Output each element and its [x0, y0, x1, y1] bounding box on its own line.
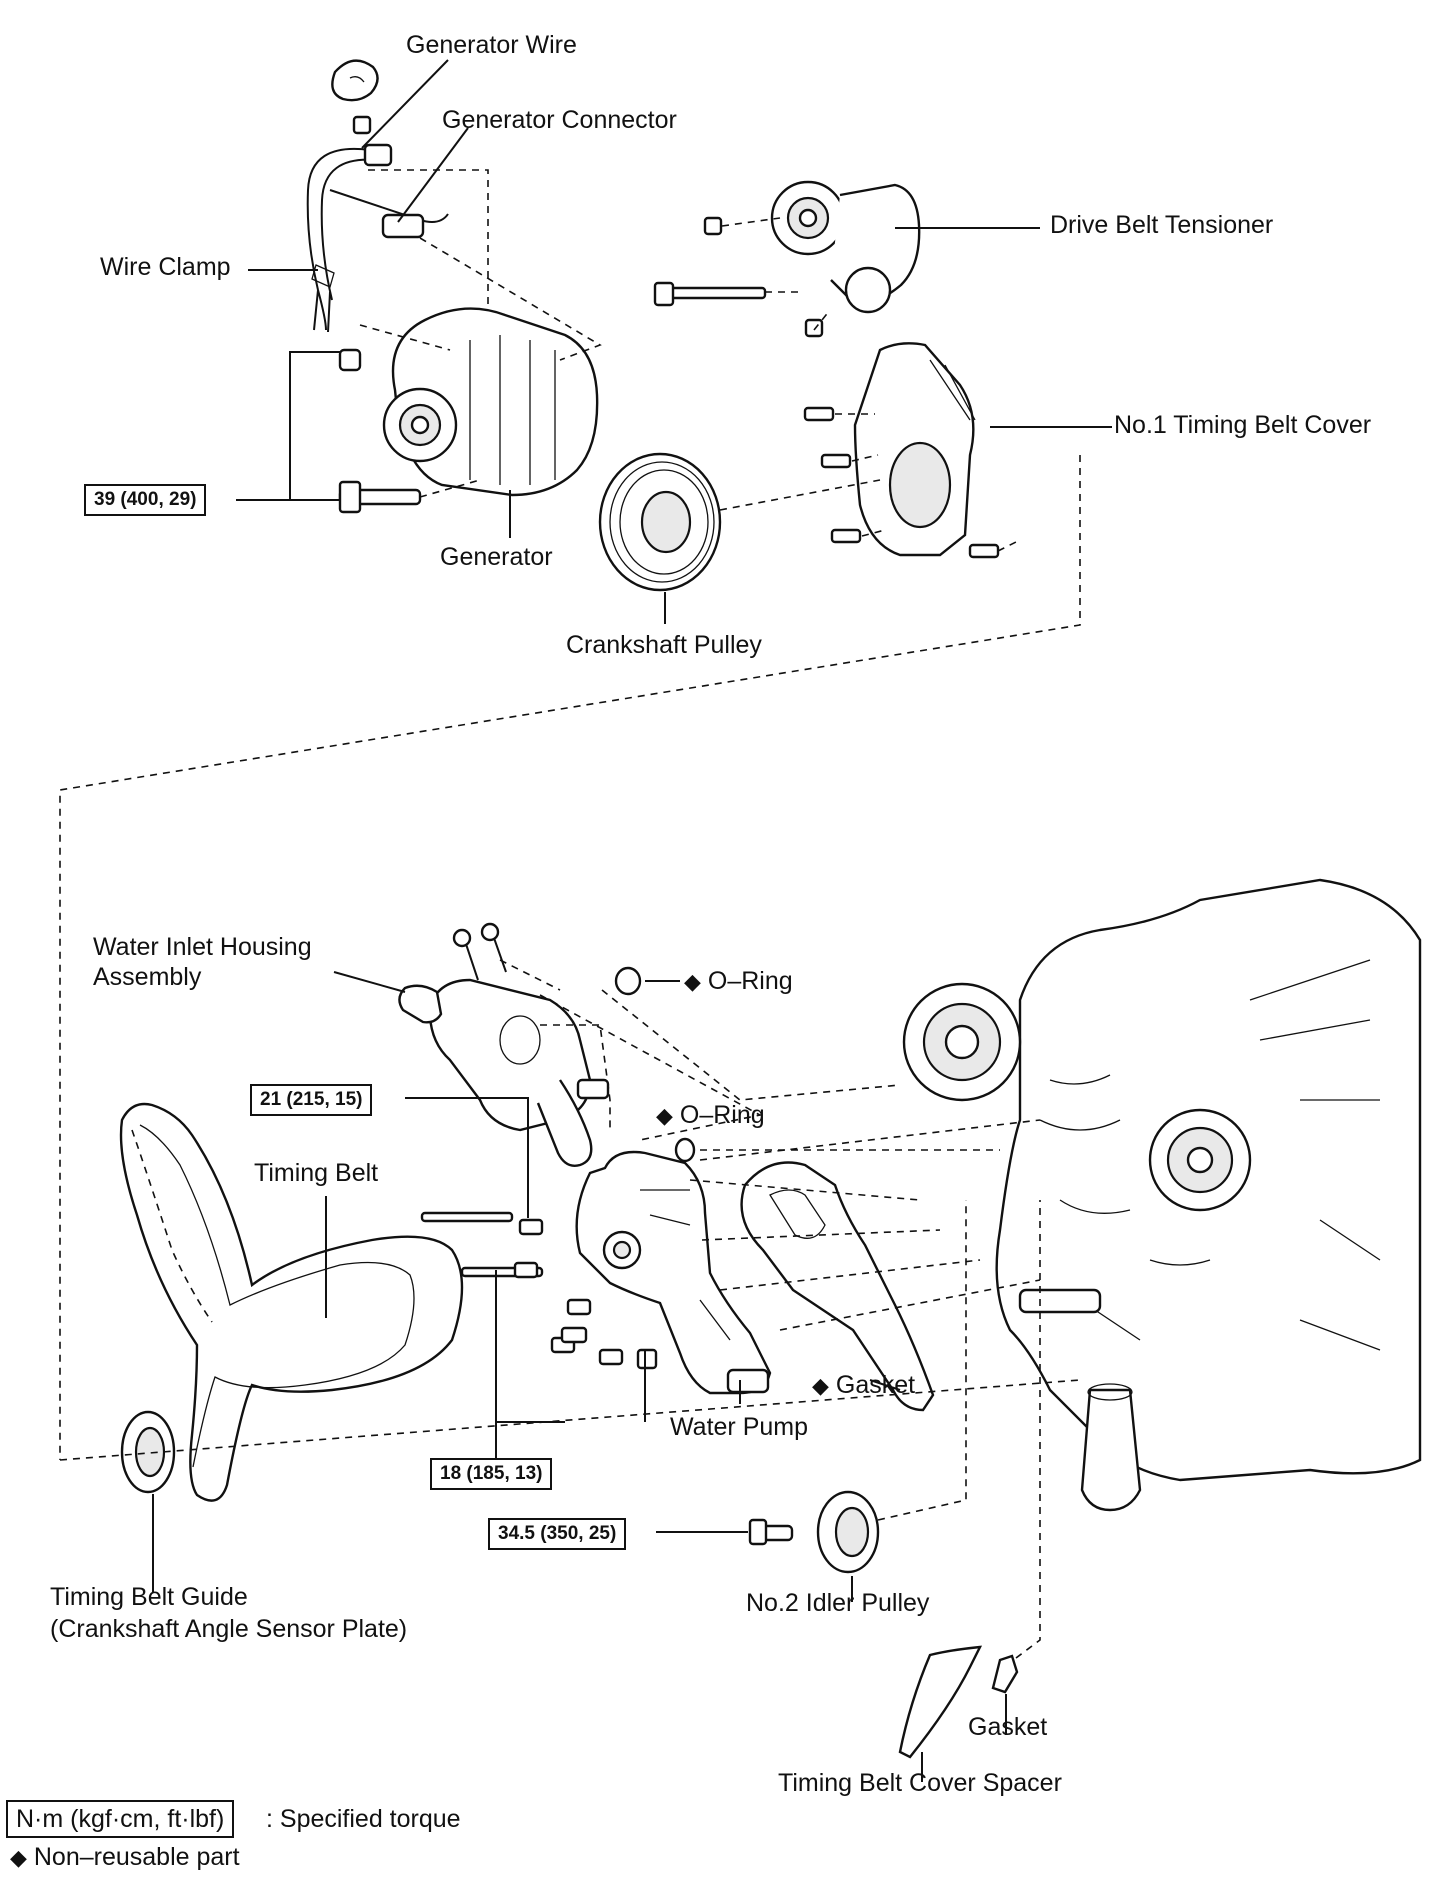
gasket-1-callout: ◆ Gasket [812, 1370, 915, 1401]
no2-idler-pulley-part [748, 1490, 880, 1574]
generator-part [338, 307, 599, 514]
non-reusable-icon: ◆ [812, 1373, 829, 1398]
timing-belt-part [119, 1102, 464, 1502]
top-dashed-leaders [59, 169, 1081, 1460]
label-drive-belt-tensioner: Drive Belt Tensioner [1050, 211, 1274, 239]
label-generator-connector: Generator Connector [442, 106, 677, 134]
label-generator-wire: Generator Wire [406, 31, 577, 59]
water-pump-part [575, 1150, 772, 1395]
label-no1-timing-belt-cover: No.1 Timing Belt Cover [1114, 411, 1372, 439]
generator-wire-cap [331, 59, 379, 102]
legend-unit-description: : Specified torque [266, 1805, 461, 1833]
generator-wire-nut [352, 115, 372, 135]
bottom-dashed-leaders [59, 959, 1081, 1659]
label-generator: Generator [440, 543, 553, 571]
label-timing-belt-cover-spacer: Timing Belt Cover Spacer [778, 1769, 1062, 1797]
no1-timing-belt-cover-part [803, 342, 1000, 559]
legend-non-reusable-text: Non–reusable part [33, 1843, 240, 1871]
label-timing-belt-guide-2: (Crankshaft Angle Sensor Plate) [50, 1615, 408, 1643]
label-o-ring-1: O–Ring [707, 967, 793, 995]
water-pump-gasket-part [740, 1161, 935, 1412]
timing-belt-cover-spacer-part [898, 1645, 983, 1759]
torque-generator-bolt: 39 (400, 29) [84, 484, 207, 516]
generator-wire-harness [306, 143, 449, 333]
non-reusable-icon: ◆ [656, 1103, 673, 1128]
top-leaders [236, 59, 1112, 624]
drive-belt-tensioner-part [653, 180, 921, 338]
non-reusable-icon: ◆ [684, 969, 701, 994]
water-inlet-housing-part [398, 922, 610, 1167]
water-pump-bolts [420, 1211, 658, 1370]
legend-unit-box: N·m (kgf·cm, ft·lbf) [6, 1800, 235, 1838]
non-reusable-icon: ◆ [10, 1845, 27, 1870]
label-crankshaft-pulley: Crankshaft Pulley [566, 631, 762, 659]
label-wire-clamp: Wire Clamp [100, 253, 231, 281]
label-gasket-1: Gasket [835, 1371, 916, 1399]
label-water-pump: Water Pump [670, 1413, 809, 1441]
label-o-ring-2: O–Ring [679, 1101, 765, 1129]
o-ring-1-callout: ◆ O–Ring [684, 966, 793, 997]
gasket-2-part [991, 1654, 1019, 1694]
o-ring-2-callout: ◆ O–Ring [656, 1100, 765, 1131]
label-timing-belt: Timing Belt [254, 1159, 379, 1187]
legend-non-reusable: ◆ Non–reusable part [10, 1842, 240, 1873]
label-timing-belt-guide-1: Timing Belt Guide [50, 1583, 248, 1611]
torque-water-pump-lower: 18 (185, 13) [430, 1458, 553, 1490]
torque-water-pump-upper: 21 (215, 15) [250, 1084, 373, 1116]
label-water-inlet-housing-2: Assembly [93, 963, 202, 991]
o-ring-2-part [674, 1137, 696, 1163]
label-gasket-2: Gasket [968, 1713, 1048, 1741]
engine-block-part [902, 878, 1422, 1512]
o-ring-1-part [614, 966, 642, 996]
label-water-inlet-housing-1: Water Inlet Housing [93, 933, 312, 961]
label-no2-idler-pulley: No.2 Idler Pulley [746, 1589, 930, 1617]
torque-idler-pulley-bolt: 34.5 (350, 25) [488, 1518, 627, 1550]
bottom-leaders [152, 971, 1007, 1782]
timing-belt-guide-part [120, 1410, 176, 1494]
crankshaft-pulley-part [598, 452, 722, 592]
